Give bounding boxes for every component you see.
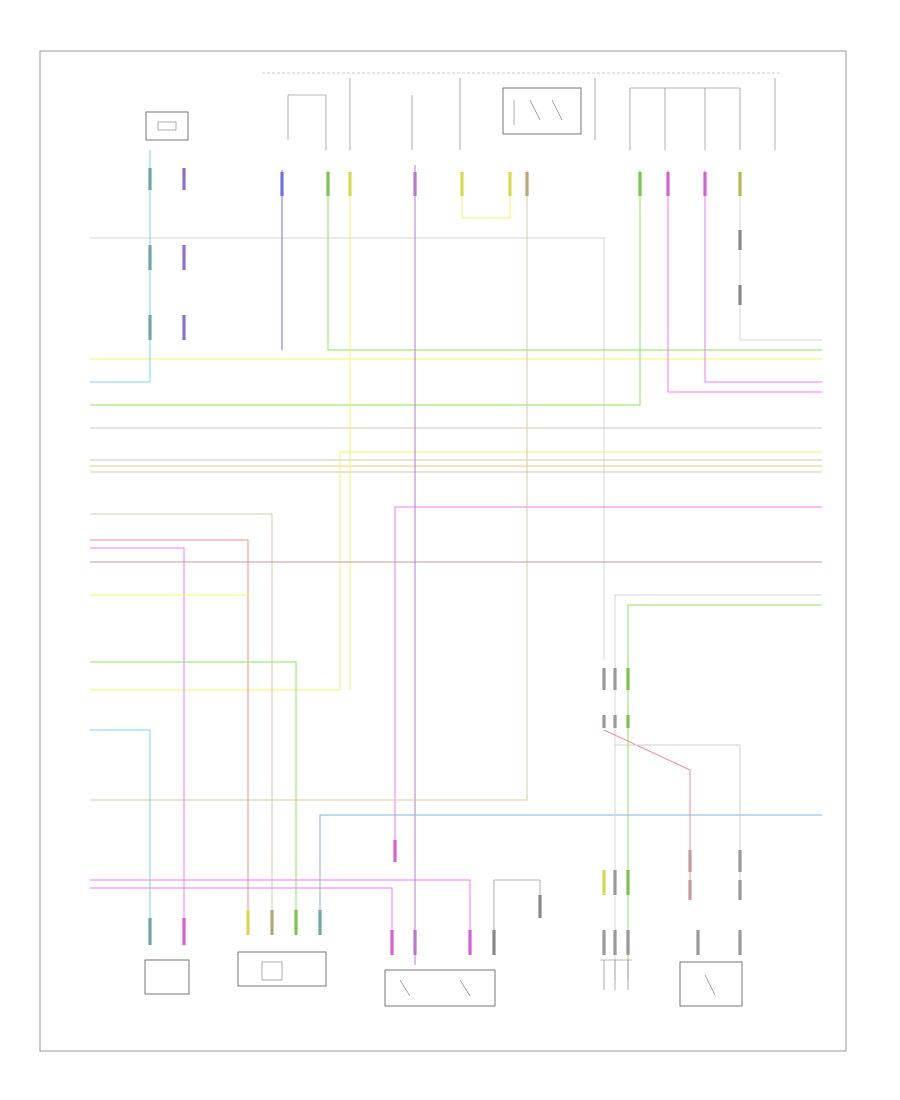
module-bottom-2	[237, 951, 327, 987]
wire-green-h	[90, 170, 641, 406]
wire-magenta-right2	[704, 170, 822, 383]
top-left-module	[145, 111, 189, 141]
wire-green-lower	[90, 661, 297, 910]
wire-magenta-bottom1	[90, 879, 471, 940]
wire-gray-rcol	[739, 170, 822, 341]
wire-gray-right	[614, 594, 822, 980]
wire-cyan-left	[90, 150, 151, 383]
wire-magenta-mid	[394, 506, 822, 840]
fuse-bank-right	[629, 78, 776, 150]
wire-yellow-loop	[461, 170, 511, 219]
module-bottom-4	[600, 959, 632, 990]
relay-box-top	[502, 78, 596, 140]
diagram-frame	[39, 50, 847, 1052]
wire-gray-top	[90, 237, 605, 660]
wires	[90, 150, 822, 980]
wire-splice2	[615, 744, 741, 900]
wire-tan-v	[90, 170, 528, 801]
wire-yellow-green	[90, 729, 151, 940]
module-bottom-3	[384, 879, 541, 1007]
wire-yellow-up	[90, 451, 822, 691]
wire-green-right	[627, 604, 822, 980]
wire-green-top	[327, 170, 822, 351]
module-bottom-1	[144, 959, 190, 995]
wire-magenta-right	[667, 170, 822, 393]
wire-tan-lower	[90, 513, 273, 910]
connectors	[148, 168, 742, 955]
fuse-group-left	[287, 78, 461, 150]
top-labels	[140, 80, 830, 125]
wire-magenta-bottom2	[90, 887, 393, 940]
wire-red	[90, 539, 249, 910]
wire-teal	[319, 814, 822, 910]
bottom-components	[144, 879, 743, 1007]
module-bottom-5	[679, 961, 743, 1007]
wire-magenta-lower	[90, 547, 185, 945]
